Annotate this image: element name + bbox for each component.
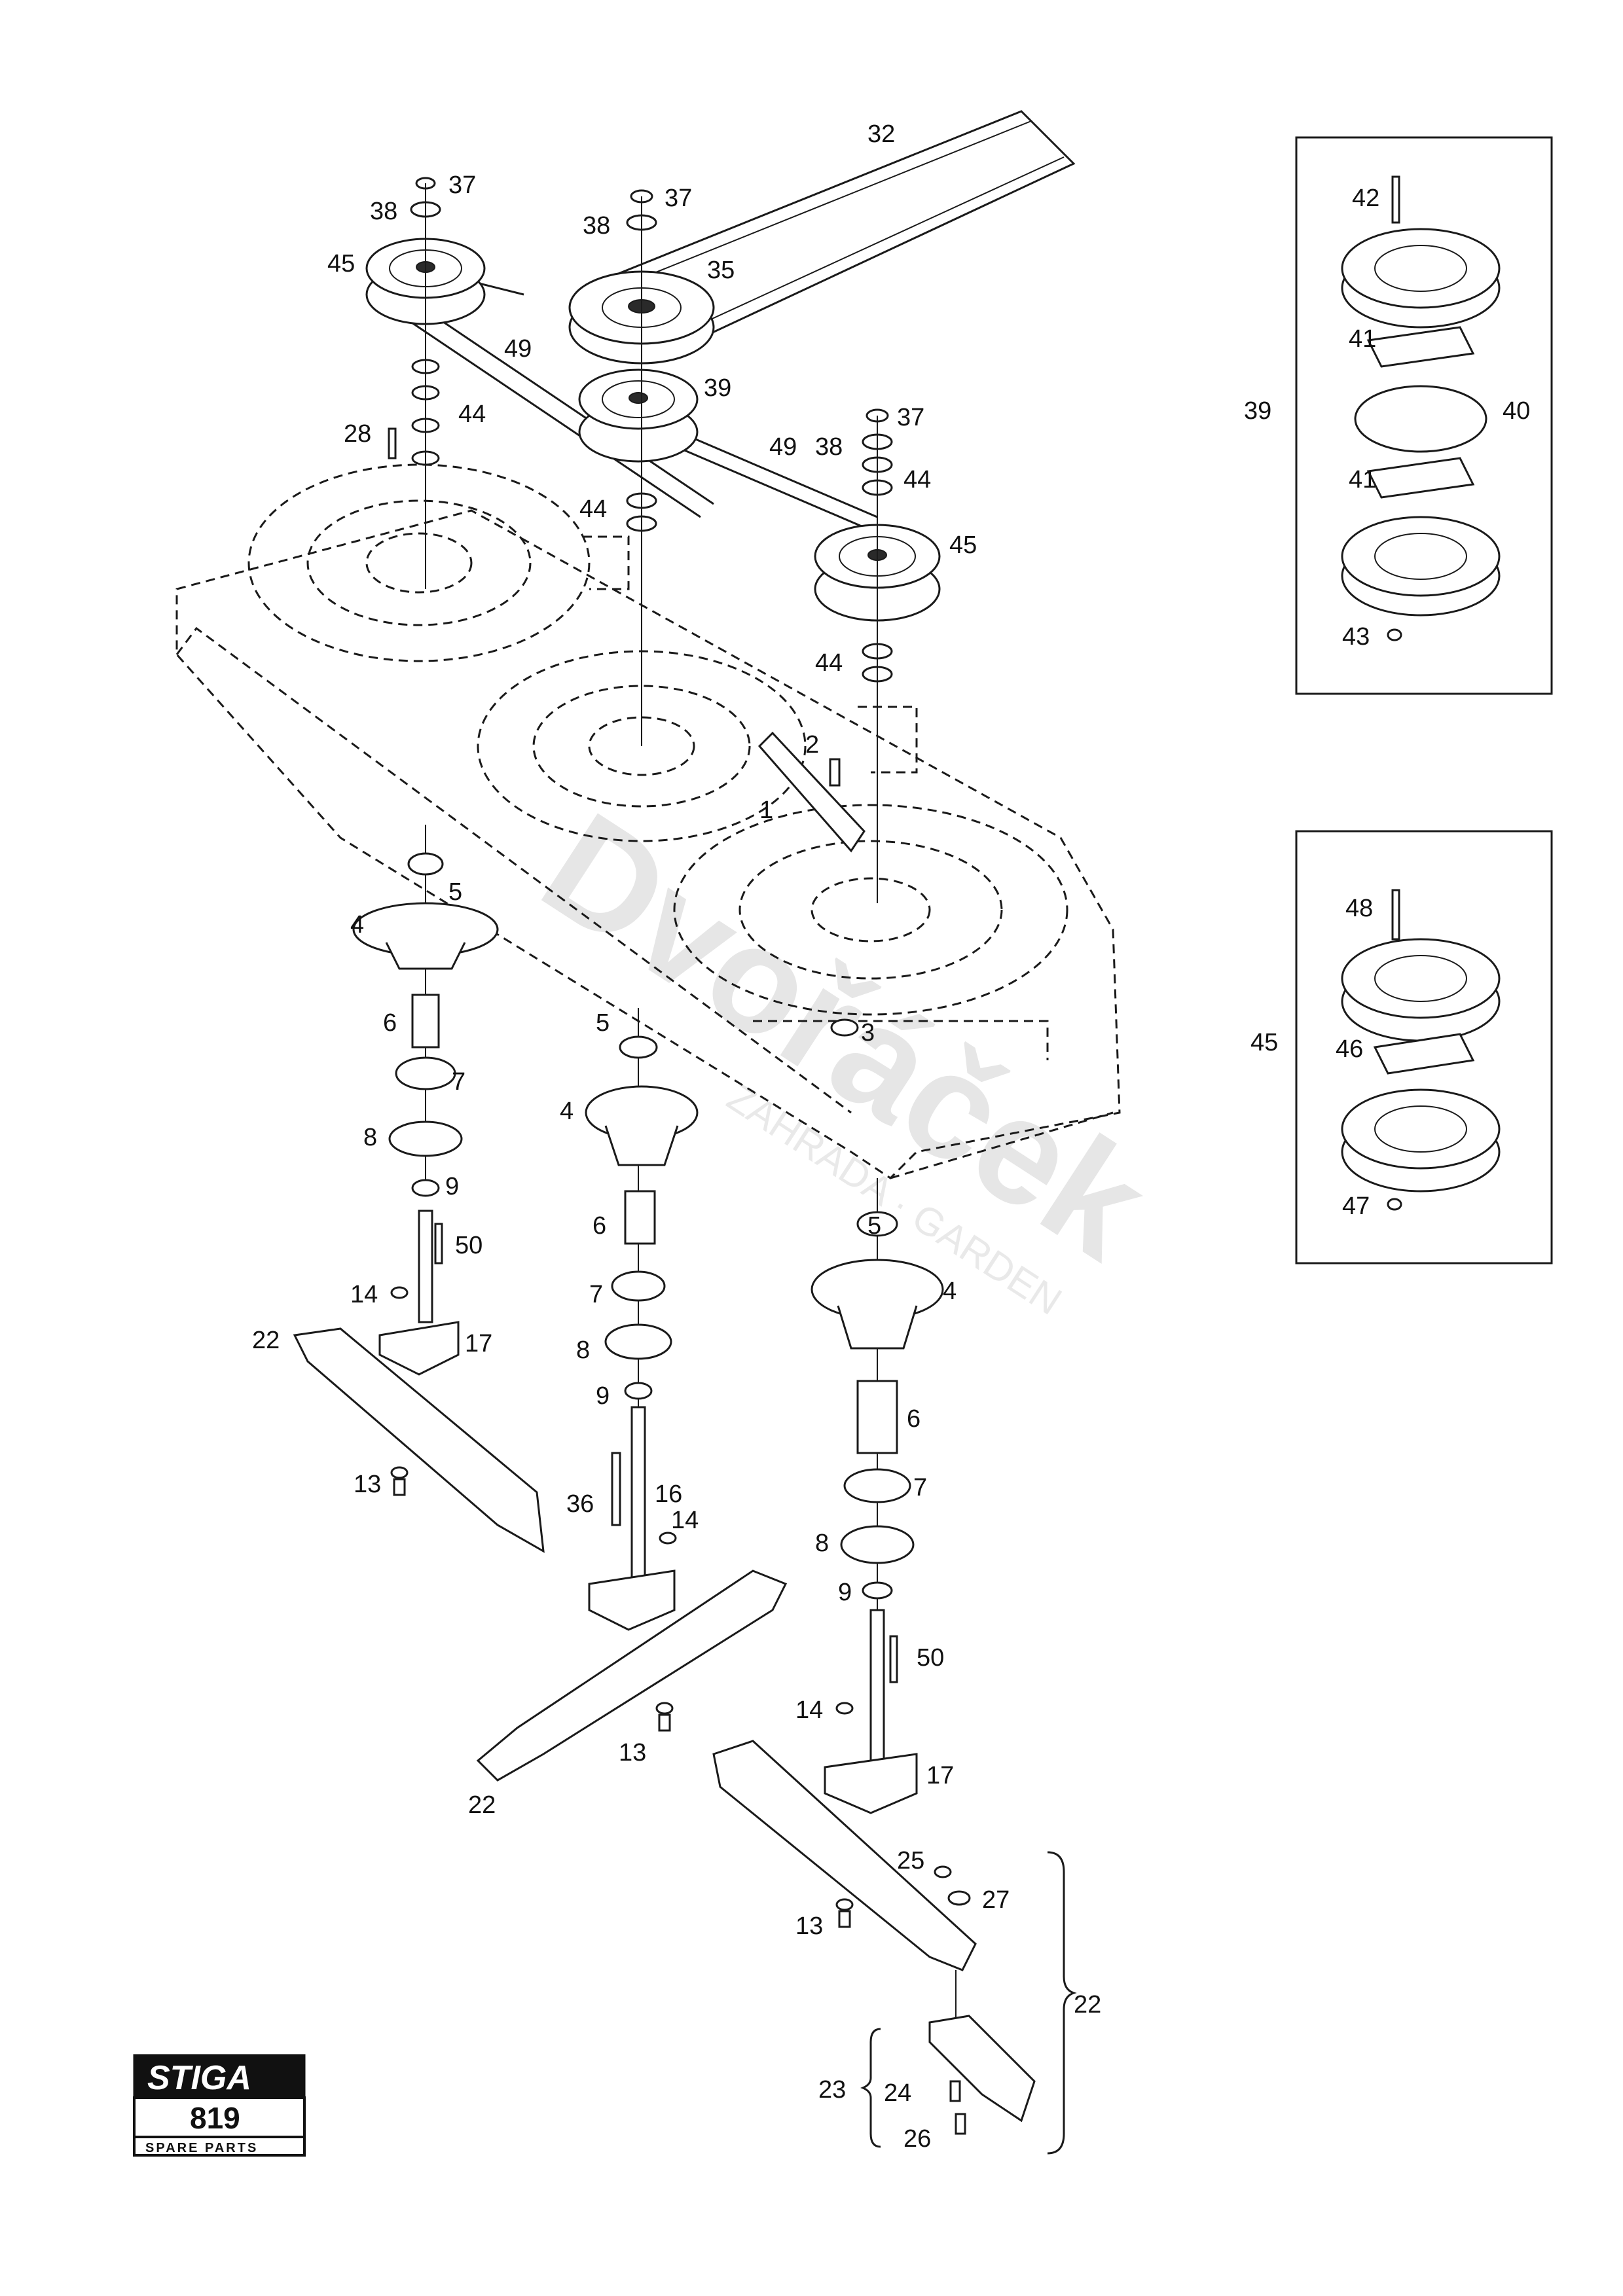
label-7c: 7 [913,1474,927,1501]
label-8c: 8 [815,1530,829,1557]
label-23: 23 [818,2076,846,2104]
label-13c: 13 [795,1912,823,1940]
label-38b: 38 [583,212,610,240]
watermark: Dvořáček ZAHRADA · GARDEN [515,780,1176,1323]
label-43: 43 [1342,623,1370,651]
label-39a: 39 [704,374,731,402]
label-14c: 14 [795,1696,823,1724]
label-25: 25 [897,1847,924,1874]
label-8a: 8 [363,1124,377,1151]
drive-belt-32 [582,110,1076,355]
callouts: 32 37 38 37 38 45 35 49 39 44 28 37 49 3… [252,120,1530,2153]
label-46: 46 [1336,1035,1363,1063]
label-5a: 5 [448,878,462,906]
label-1: 1 [759,797,773,824]
label-28: 28 [344,420,371,448]
blade-22-left [293,1327,545,1553]
label-44c: 44 [579,495,607,523]
label-45a: 45 [327,250,355,278]
label-44b: 44 [903,466,931,493]
label-48: 48 [1345,895,1373,922]
label-2: 2 [805,731,819,759]
label-37b: 37 [665,185,692,212]
label-41b: 41 [1349,466,1376,493]
label-4b: 4 [560,1098,574,1125]
label-37a: 37 [448,171,476,199]
label-6c: 6 [907,1405,921,1433]
label-3: 3 [861,1019,875,1047]
label-14a: 14 [350,1281,378,1308]
label-22b: 22 [468,1791,496,1819]
inset-box-39 [1295,136,1553,695]
label-5b: 5 [596,1009,610,1037]
label-44a: 44 [458,401,486,428]
spindle-right [811,1178,944,1814]
label-50a: 50 [455,1232,483,1259]
top-hardware [388,177,893,903]
label-6b: 6 [593,1212,606,1240]
label-41a: 41 [1349,325,1376,353]
blade-1-group [757,731,866,1037]
label-35: 35 [707,257,735,284]
label-7b: 7 [589,1281,603,1308]
label-32: 32 [867,120,895,148]
spindle-middle [585,1008,699,1631]
label-45c: 45 [1250,1029,1278,1056]
label-17b: 17 [926,1762,954,1789]
label-49b: 49 [769,433,797,461]
label-9c: 9 [838,1579,852,1606]
label-9a: 9 [445,1173,459,1200]
label-49a: 49 [504,335,532,363]
label-24: 24 [884,2079,911,2107]
label-42: 42 [1352,185,1379,212]
logo-model: 819 [190,2101,240,2135]
label-47: 47 [1342,1193,1370,1220]
inset-box-45 [1295,830,1553,1265]
label-4c: 4 [943,1278,957,1305]
label-22a: 22 [252,1327,280,1354]
label-36: 36 [566,1490,594,1518]
pulley-39 [578,368,699,463]
label-50b: 50 [917,1644,944,1672]
label-27: 27 [982,1886,1010,1914]
label-38c: 38 [815,433,843,461]
label-44d: 44 [815,649,843,677]
label-13a: 13 [354,1471,381,1498]
logo-caption: SPARE PARTS [145,2141,258,2155]
blade-22-middle [476,1570,788,1782]
label-9b: 9 [596,1382,610,1410]
label-8b: 8 [576,1336,590,1364]
label-17a: 17 [465,1330,492,1357]
label-5c: 5 [867,1212,881,1240]
label-38a: 38 [370,198,397,225]
label-45b: 45 [949,531,977,559]
label-39b: 39 [1244,397,1271,425]
label-4a: 4 [350,911,364,939]
label-40: 40 [1503,397,1530,425]
label-16: 16 [655,1480,682,1508]
blade-22-right [712,1740,1077,2155]
label-14b: 14 [671,1507,699,1534]
label-37c: 37 [897,404,924,431]
label-7a: 7 [452,1068,465,1096]
label-13b: 13 [619,1739,646,1767]
label-22c: 22 [1074,1991,1101,2018]
spindle-left [352,825,499,1376]
stiga-logo: STIGA 819 SPARE PARTS [133,2054,306,2157]
logo-brand: STIGA [147,2059,251,2097]
label-26: 26 [903,2125,931,2153]
label-6a: 6 [383,1009,397,1037]
